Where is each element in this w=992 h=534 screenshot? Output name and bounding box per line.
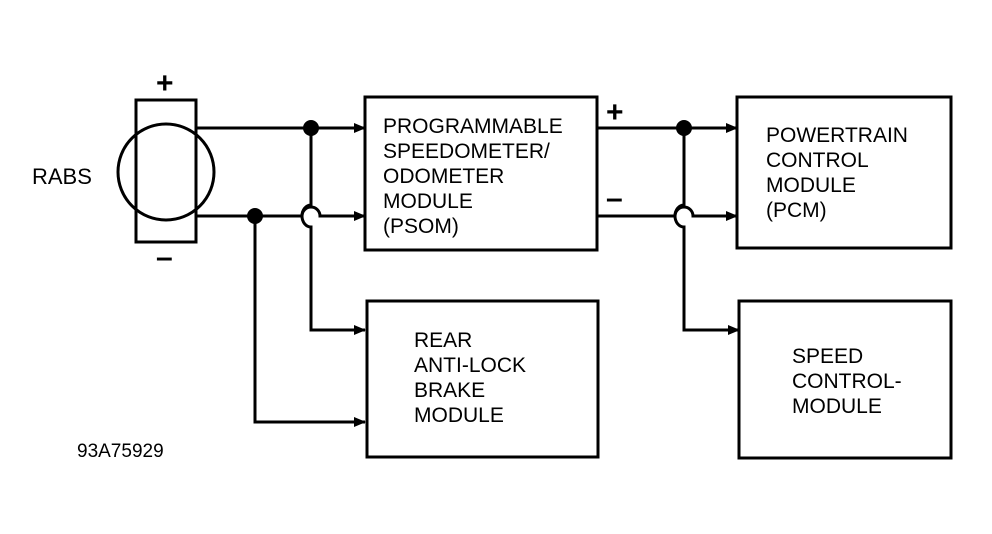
psom-label-line-3: ODOMETER [383, 165, 504, 188]
figure-id: 93A75929 [77, 441, 164, 462]
rabs-negative-wire [196, 205, 366, 221]
pcm-label-line-1: POWERTRAIN [766, 124, 908, 147]
rear-anti-lock-label-line-2: ANTI-LOCK [414, 354, 526, 377]
rear-anti-lock-box [365, 299, 600, 459]
speed-control-module: SPEED CONTROL- MODULE [737, 299, 953, 460]
negative-junction-dot [247, 208, 263, 224]
pcm-label-line-2: CONTROL [766, 149, 869, 172]
pcm-label-line-3: MODULE [766, 174, 856, 197]
rabs-sensor [116, 98, 216, 244]
psom-label-line-4: MODULE [383, 190, 473, 213]
psom-label-line-1: PROGRAMMABLE [383, 115, 563, 138]
rabs-wiring [196, 120, 366, 427]
psom-label-line-2: SPEEDOMETER/ [383, 140, 550, 163]
rear-anti-lock-label-line-1: REAR [414, 329, 472, 352]
psom-box [363, 95, 599, 252]
speed-control-box [737, 299, 953, 460]
psom-positive-sign: + [606, 96, 624, 129]
rabs-negative-sign: – [156, 241, 173, 274]
speed-control-label-line-1: SPEED [792, 345, 863, 368]
pcm-module: POWERTRAIN CONTROL MODULE (PCM) [735, 95, 953, 250]
psom-output-wiring [597, 120, 740, 335]
rear-anti-lock-brake-module: REAR ANTI-LOCK BRAKE MODULE [365, 299, 600, 459]
rabs-positive-sign: + [156, 67, 174, 100]
pcm-box [735, 95, 953, 250]
speed-control-label-line-3: MODULE [792, 395, 882, 418]
positive-junction-dot [303, 120, 319, 136]
psom-positive-junction-dot [676, 120, 692, 136]
speed-control-label-line-2: CONTROL- [792, 370, 902, 393]
rabs-label: RABS [32, 164, 92, 189]
rabs-negative-branch [253, 216, 366, 427]
rabs-positive-branch [300, 128, 366, 335]
psom-label-line-5: (PSOM) [383, 215, 459, 238]
psom-negative-sign: – [606, 182, 623, 215]
psom-module: PROGRAMMABLE SPEEDOMETER/ ODOMETER MODUL… [363, 95, 599, 252]
pcm-label-line-4: (PCM) [766, 199, 827, 222]
psom-positive-branch [673, 128, 740, 335]
rear-anti-lock-label-line-3: BRAKE [414, 379, 485, 402]
rabs-sensor-coil [116, 122, 216, 222]
rear-anti-lock-label-line-4: MODULE [414, 404, 504, 427]
